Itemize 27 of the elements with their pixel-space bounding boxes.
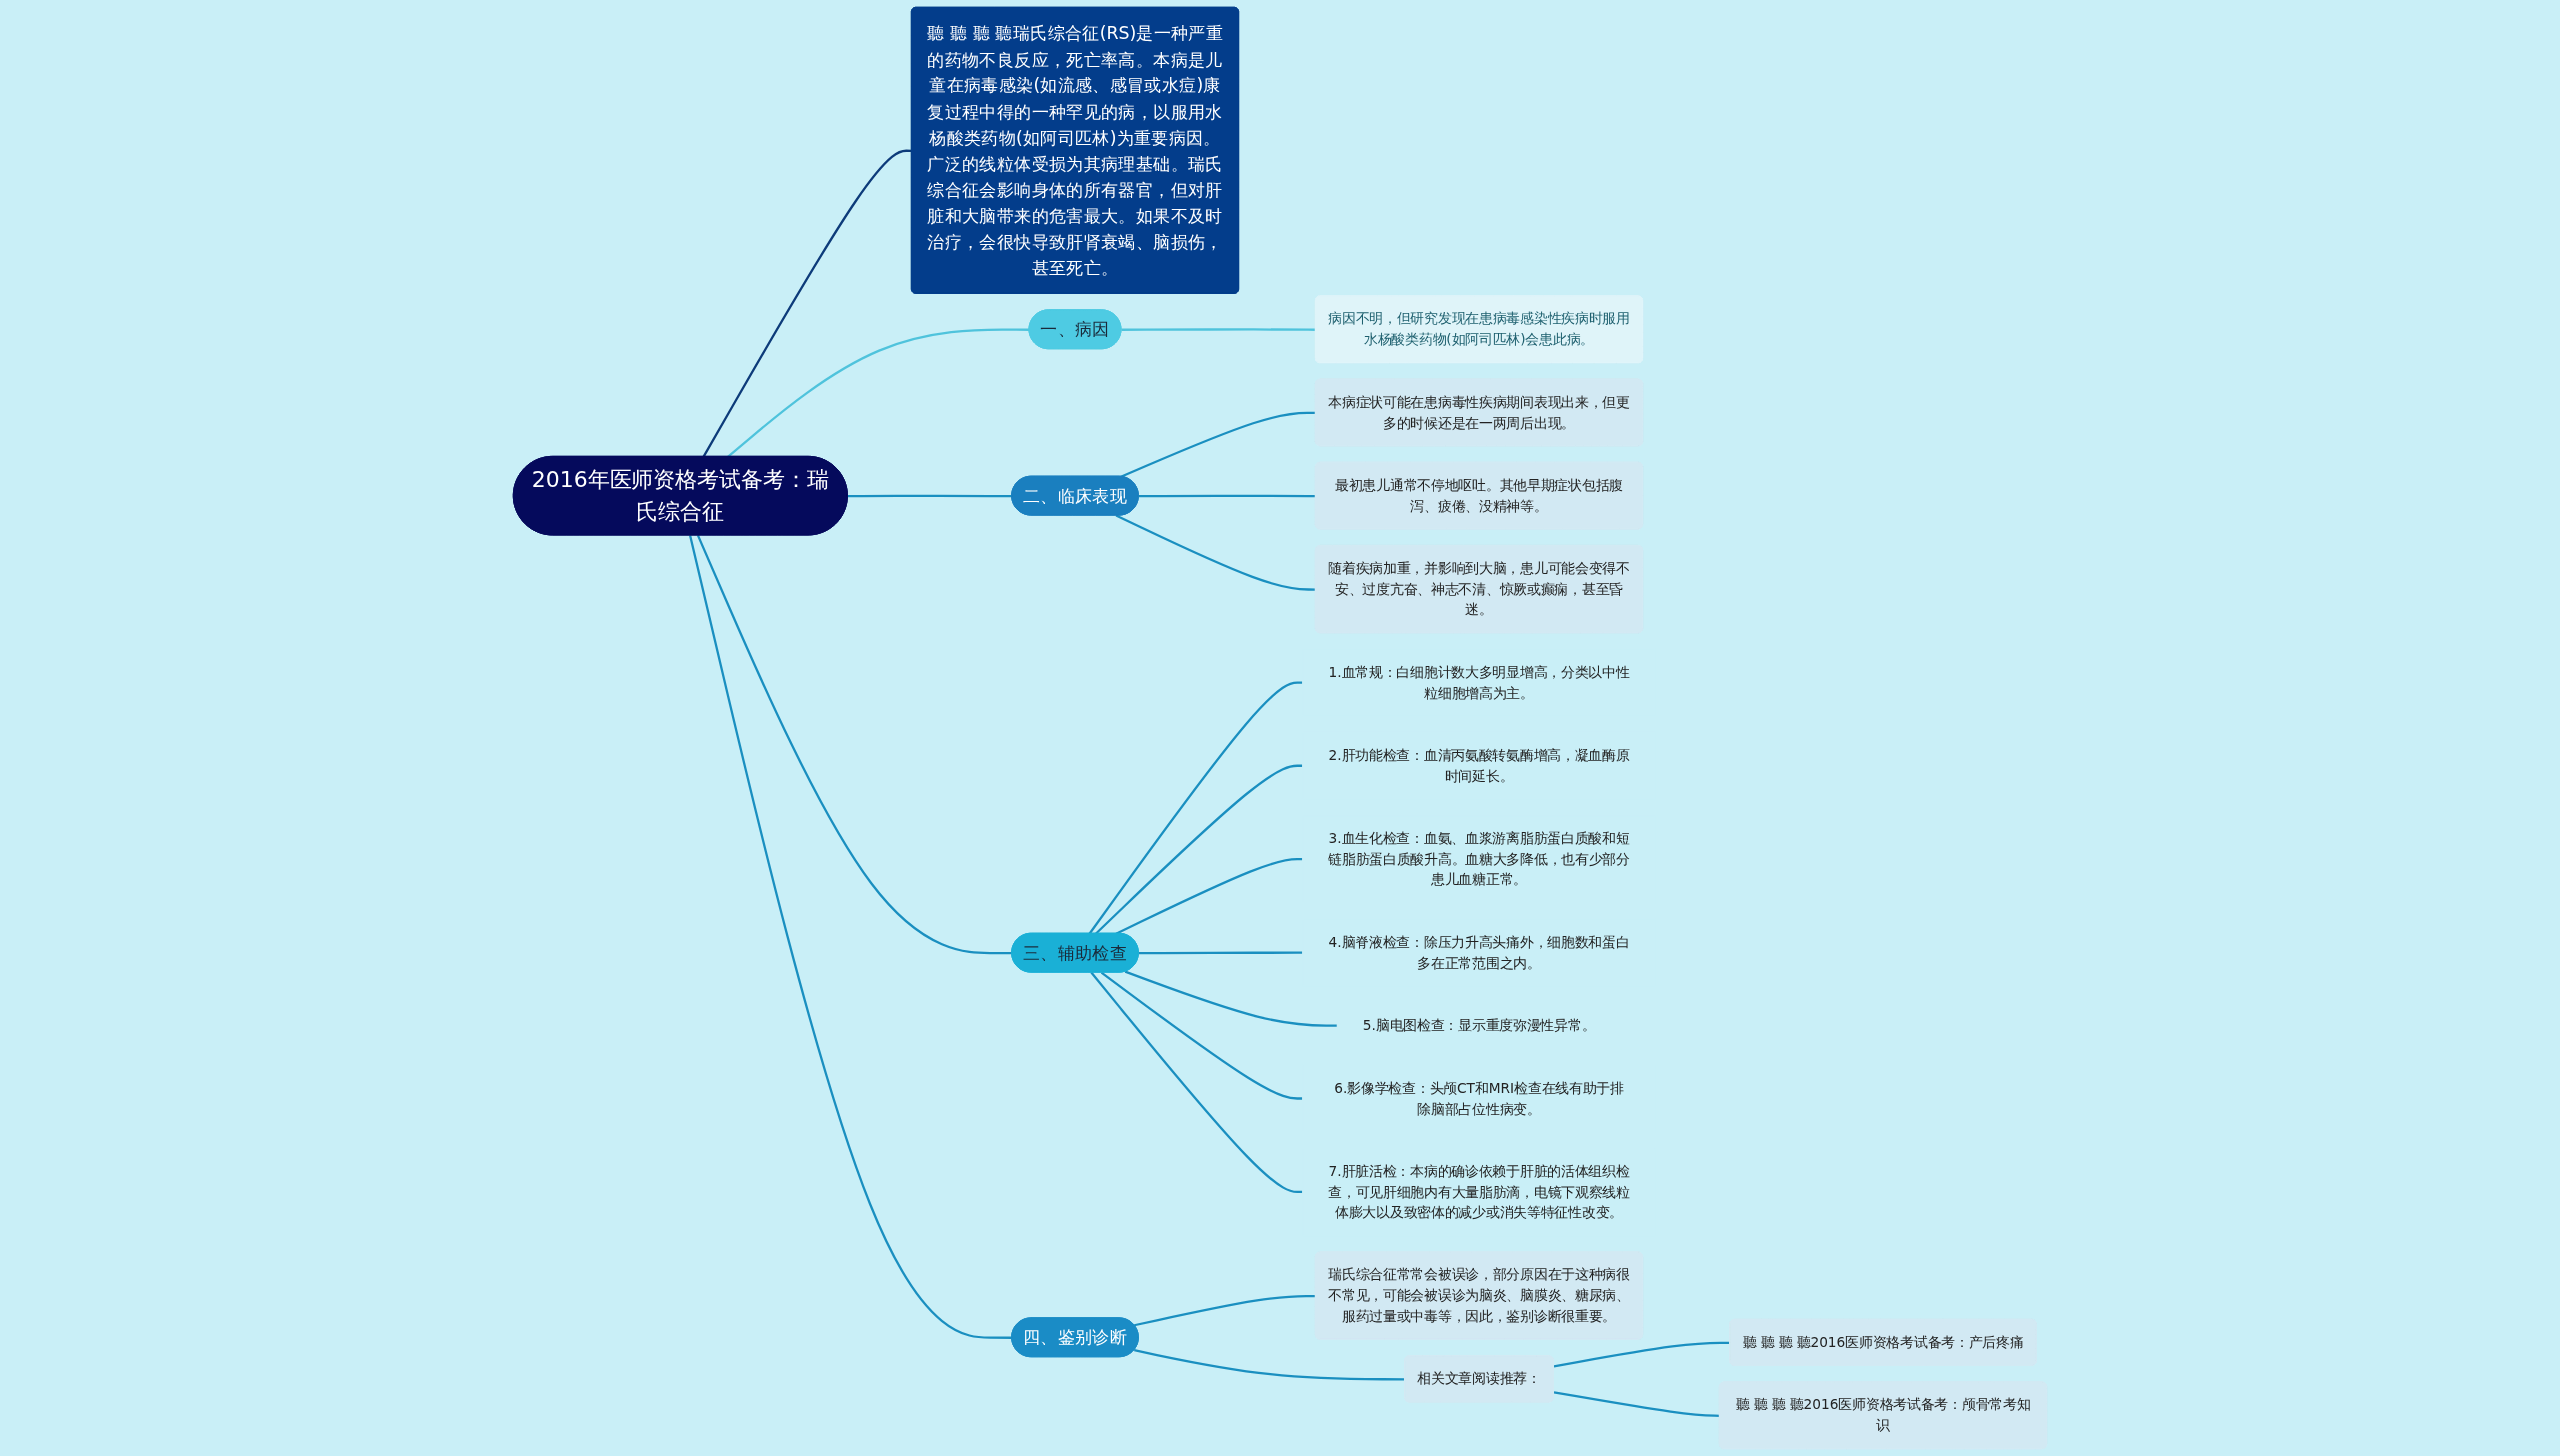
connector [1115, 514, 1316, 591]
node-text: 7.肝脏活检：本病的确诊依赖于肝脏的活体组织检查，可见肝细胞内有大量脂肪滴，电镜下观察线粒体膨大以及致密体的减少或消失等特征性改变。 [1328, 1162, 1630, 1221]
connector [1553, 1341, 1731, 1368]
connector [1090, 971, 1303, 1194]
node-text: 3.血生化检查：血氨、血浆游离脂肪蛋白质酸和短链脂肪蛋白质酸升高。血糖大多降低，也有少部分患儿血糖正常。 [1328, 830, 1630, 888]
connector [1134, 1294, 1316, 1327]
node-text: 6.影像学检查：头颅CT和MRI检查在线有助于排除脑部占位性病变。 [1334, 1079, 1624, 1117]
node-text: 5.脑电图检查：显示重度弥漫性异常。 [1362, 1017, 1596, 1034]
connector [1120, 411, 1316, 478]
connector [702, 149, 912, 458]
connector [1138, 951, 1303, 955]
connector [1121, 328, 1316, 331]
connector [1138, 494, 1316, 498]
node-text: 4.脑脊液检查：除压力升高头痛外，细胞数和蛋白多在正常范围之内。 [1328, 933, 1630, 971]
connector [847, 494, 1013, 498]
connector [1553, 1391, 1720, 1417]
connector [1095, 764, 1303, 935]
node-text: 2.肝功能检查：血清丙氨酸转氨酶增高，凝血酶原时间延长。 [1328, 747, 1630, 785]
connector [1124, 970, 1338, 1027]
connector [1134, 1349, 1405, 1381]
connector [689, 535, 1013, 1339]
connector [1100, 971, 1303, 1100]
node-text: 1.血常规：白细胞计数大多明显增高，分类以中性粒细胞增高为主。 [1328, 663, 1630, 701]
connector [727, 328, 1030, 458]
connector [696, 534, 1013, 955]
connector [1115, 858, 1303, 935]
connector [1088, 681, 1303, 935]
